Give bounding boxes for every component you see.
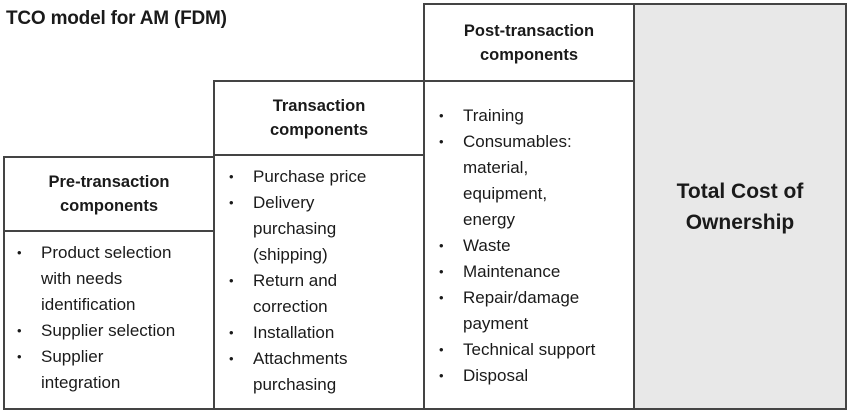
list-item-line: correction (253, 297, 328, 316)
list-item: Attachments purchasing (227, 346, 419, 398)
text-line: Total Cost of (676, 179, 804, 203)
list-item-line: purchasing (253, 219, 337, 238)
text-line: components (479, 45, 579, 64)
list-item: Technical support (437, 337, 629, 363)
list-item-line: Product selection (41, 243, 172, 262)
list-item-line: Waste (463, 236, 511, 255)
text-line: components (59, 197, 159, 215)
list-item: Training (437, 103, 629, 129)
list-item-line: Attachments (253, 349, 348, 368)
list-item-line: Training (463, 106, 524, 125)
list-item-line: (shipping) (253, 245, 328, 264)
list-item-line: energy (463, 210, 515, 229)
list-item-line: Return and (253, 271, 338, 290)
list-item-line: Disposal (463, 366, 529, 385)
post-transaction-header: Post-transaction components (423, 3, 635, 82)
list-item: Return and correction (227, 268, 419, 320)
text-line: Post-transaction (463, 21, 595, 40)
transaction-header: Transaction components (213, 80, 425, 156)
list-item-line: Technical support (463, 340, 596, 359)
list-item-line: Installation (253, 323, 335, 342)
post-transaction-body: TrainingConsumables: material, equipment, e… (423, 80, 635, 410)
list-item-line: Maintenance (463, 262, 561, 281)
list-item-line: integration (41, 373, 121, 392)
list-item-line: Supplier selection (41, 321, 176, 340)
list-item: Waste (437, 233, 629, 259)
list-item: Repair/damage payment (437, 285, 629, 337)
post-transaction-header-text: Post-transaction components (464, 19, 594, 67)
list-item-line: Purchase price (253, 167, 367, 186)
post-transaction-list: TrainingConsumables: material, equipment, e… (425, 82, 633, 389)
list-item: Disposal (437, 363, 629, 389)
list-item-line: Repair/damage (463, 288, 580, 307)
list-item: Supplier selection (15, 318, 209, 344)
list-item-line: Supplier (41, 347, 104, 366)
text-line: components (269, 121, 369, 139)
diagram-title: TCO model for AM (FDM) (6, 8, 227, 29)
list-item-line: material, (463, 158, 529, 177)
transaction-list: Purchase priceDelivery purchasing (shippin… (215, 156, 423, 398)
pre-transaction-list: Product selection with needs identificatio… (5, 232, 213, 396)
transaction-header-text: Transaction components (270, 94, 368, 142)
total-cost-label: Total Cost of Ownership (677, 176, 804, 238)
pre-transaction-body: Product selection with needs identificatio… (3, 230, 215, 410)
list-item: Supplier integration (15, 344, 209, 396)
list-item-line: payment (463, 314, 529, 333)
list-item-line: with needs (41, 269, 123, 288)
pre-transaction-header-text: Pre-transaction components (48, 170, 169, 218)
list-item-line: identification (41, 295, 136, 314)
pre-transaction-header: Pre-transaction components (3, 156, 215, 232)
text-line: Ownership (685, 210, 795, 234)
list-item-line: Consumables: (463, 132, 572, 151)
list-item-line: equipment, (463, 184, 548, 203)
list-item: Consumables: material, equipment, energy (437, 129, 629, 233)
list-item-line: Delivery (253, 193, 315, 212)
list-item: Delivery purchasing (shipping) (227, 190, 419, 268)
total-cost-box: Total Cost of Ownership (633, 3, 847, 410)
list-item: Maintenance (437, 259, 629, 285)
list-item: Installation (227, 320, 419, 346)
text-line: Transaction (272, 97, 366, 115)
list-item-line: purchasing (253, 375, 337, 394)
list-item: Product selection with needs identificatio… (15, 240, 209, 318)
text-line: Pre-transaction (48, 173, 170, 191)
list-item: Purchase price (227, 164, 419, 190)
transaction-body: Purchase priceDelivery purchasing (shippin… (213, 154, 425, 410)
